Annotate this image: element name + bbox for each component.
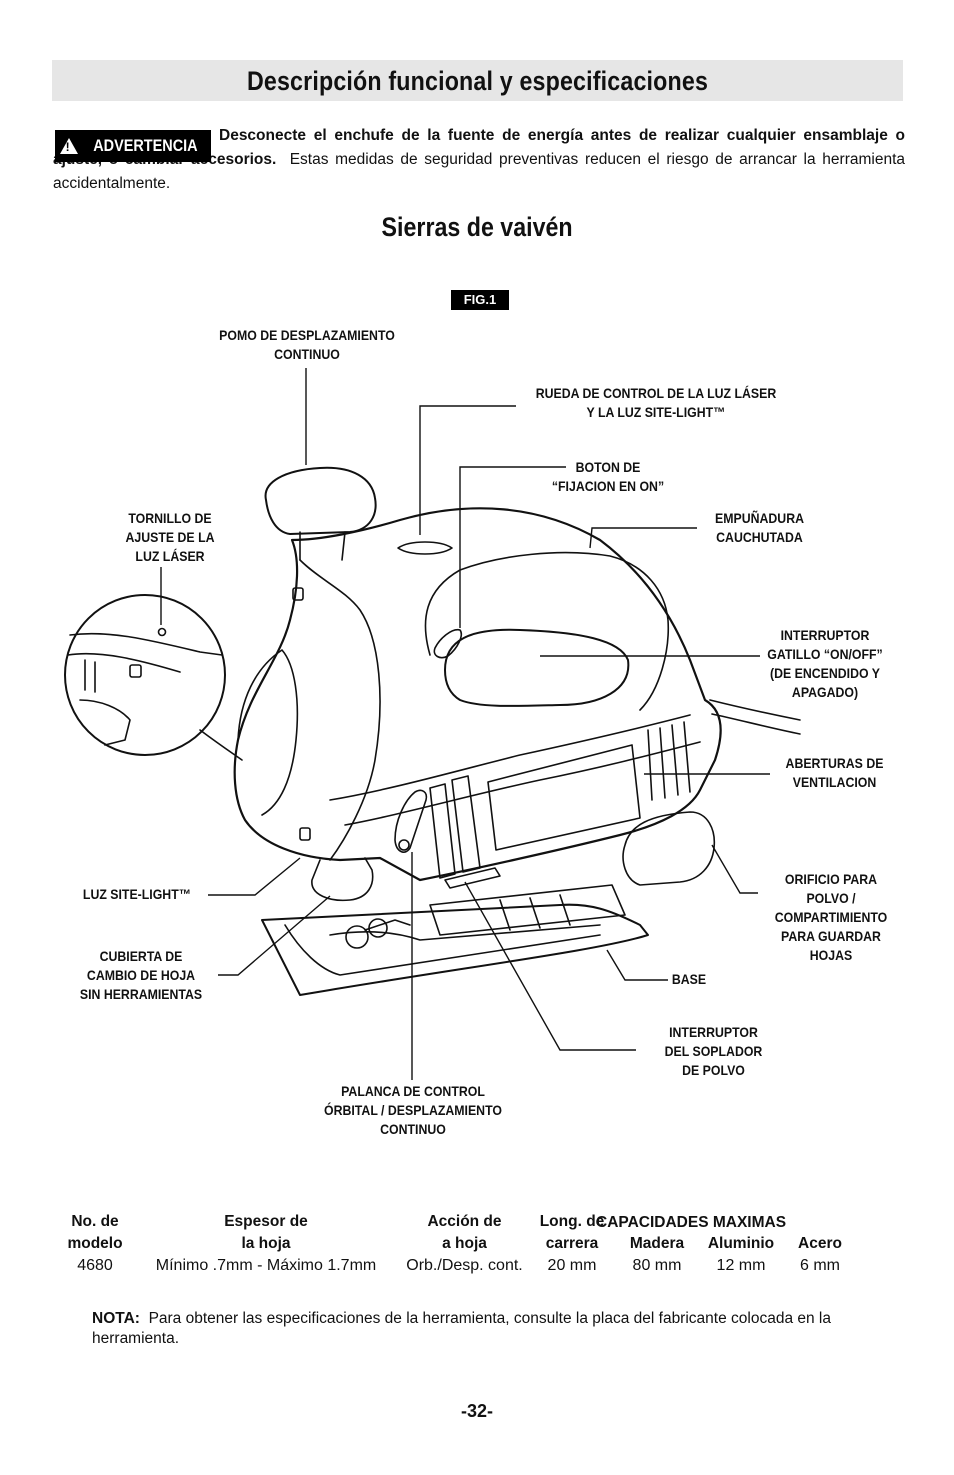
header-stroke-2: carrera xyxy=(545,1235,599,1252)
header-aluminum: Aluminio xyxy=(707,1235,775,1252)
header-action-2: a hoja xyxy=(442,1235,487,1252)
table-row: 4680 Mínimo .7mm - Máximo 1.7mm Orb./Des… xyxy=(55,1255,860,1277)
note: NOTA: Para obtener las especificaciones … xyxy=(92,1309,872,1349)
label-luz: LUZ SITE-LIGHT™ xyxy=(82,886,192,902)
header-model: No. de xyxy=(71,1213,119,1230)
label-pomo: POMO DE DESPLAZAMIENTO CONTINUO xyxy=(219,327,395,362)
cell-action: Orb./Desp. cont. xyxy=(406,1257,523,1274)
table-row: No. de Espesor de Acción de Long. de xyxy=(55,1211,860,1233)
cell-aluminum: 12 mm xyxy=(716,1257,766,1274)
cell-model: 4680 xyxy=(77,1257,113,1274)
warning-label: ADVERTENCIA xyxy=(92,136,198,155)
label-orificio: ORIFICIO PARA POLVO / COMPARTIMIENTO PAR… xyxy=(774,871,888,963)
header-model-2: modelo xyxy=(67,1235,123,1252)
label-boton: BOTON DE “FIJACION EN ON” xyxy=(551,459,665,494)
note-text: Para obtener las especificaciones de la … xyxy=(92,1310,831,1347)
warning-badge: ! ADVERTENCIA xyxy=(55,130,211,162)
header-bar: Descripción funcional y especificaciones xyxy=(52,60,903,101)
note-label: NOTA: xyxy=(92,1310,140,1327)
page-number: -32- xyxy=(460,1401,493,1421)
warning-triangle-icon: ! xyxy=(59,138,78,154)
header-stroke: Long. de xyxy=(539,1213,605,1230)
warning-text: Estas medidas de seguridad preventivas r… xyxy=(53,151,905,192)
label-palanca: PALANCA DE CONTROL ÓRBITAL / DESPLAZAMIE… xyxy=(324,1083,502,1137)
header-wood: Madera xyxy=(629,1235,685,1252)
table-row: modelo la hoja a hoja carrera Madera Alu… xyxy=(55,1233,860,1255)
label-aberturas: ABERTURAS DE VENTILACION xyxy=(785,755,884,790)
figure-tag: FIG.1 xyxy=(451,290,509,310)
cell-steel: 6 mm xyxy=(800,1257,840,1274)
capacities-header: CAPACIDADES MAXIMAS xyxy=(596,1214,787,1231)
header-steel: Acero xyxy=(798,1235,842,1252)
label-tornillo: TORNILLO DE AJUSTE DE LA LUZ LÁSER xyxy=(125,510,215,564)
specs-table: No. de Espesor de Acción de Long. de mod… xyxy=(55,1211,860,1277)
label-rueda: RUEDA DE CONTROL DE LA LUZ LÁSER Y LA LU… xyxy=(535,385,777,420)
header-thickness: Espesor de xyxy=(224,1213,308,1230)
cell-stroke: 20 mm xyxy=(547,1257,597,1274)
label-soplador: INTERRUPTOR DEL SOPLADOR DE POLVO xyxy=(664,1024,763,1078)
cell-wood: 80 mm xyxy=(632,1257,682,1274)
header-thickness-2: la hoja xyxy=(241,1235,291,1252)
cell-thickness: Mínimo .7mm - Máximo 1.7mm xyxy=(155,1257,377,1274)
header-action: Acción de xyxy=(427,1213,502,1230)
page-title: Descripción funcional y especificaciones xyxy=(246,66,709,96)
label-cubierta: CUBIERTA DE CAMBIO DE HOJA SIN HERRAMIEN… xyxy=(79,948,203,1002)
warning-paragraph: Desconecte el enchufe de la fuente de en… xyxy=(53,124,905,196)
label-empunadura: EMPUÑADURA CAUCHUTADA xyxy=(715,510,804,545)
label-base: BASE xyxy=(671,971,707,987)
label-interruptor-gatillo: INTERRUPTOR GATILLO “ON/OFF” (DE ENCENDI… xyxy=(767,627,883,700)
section-title: Sierras de vaivén xyxy=(381,212,573,242)
